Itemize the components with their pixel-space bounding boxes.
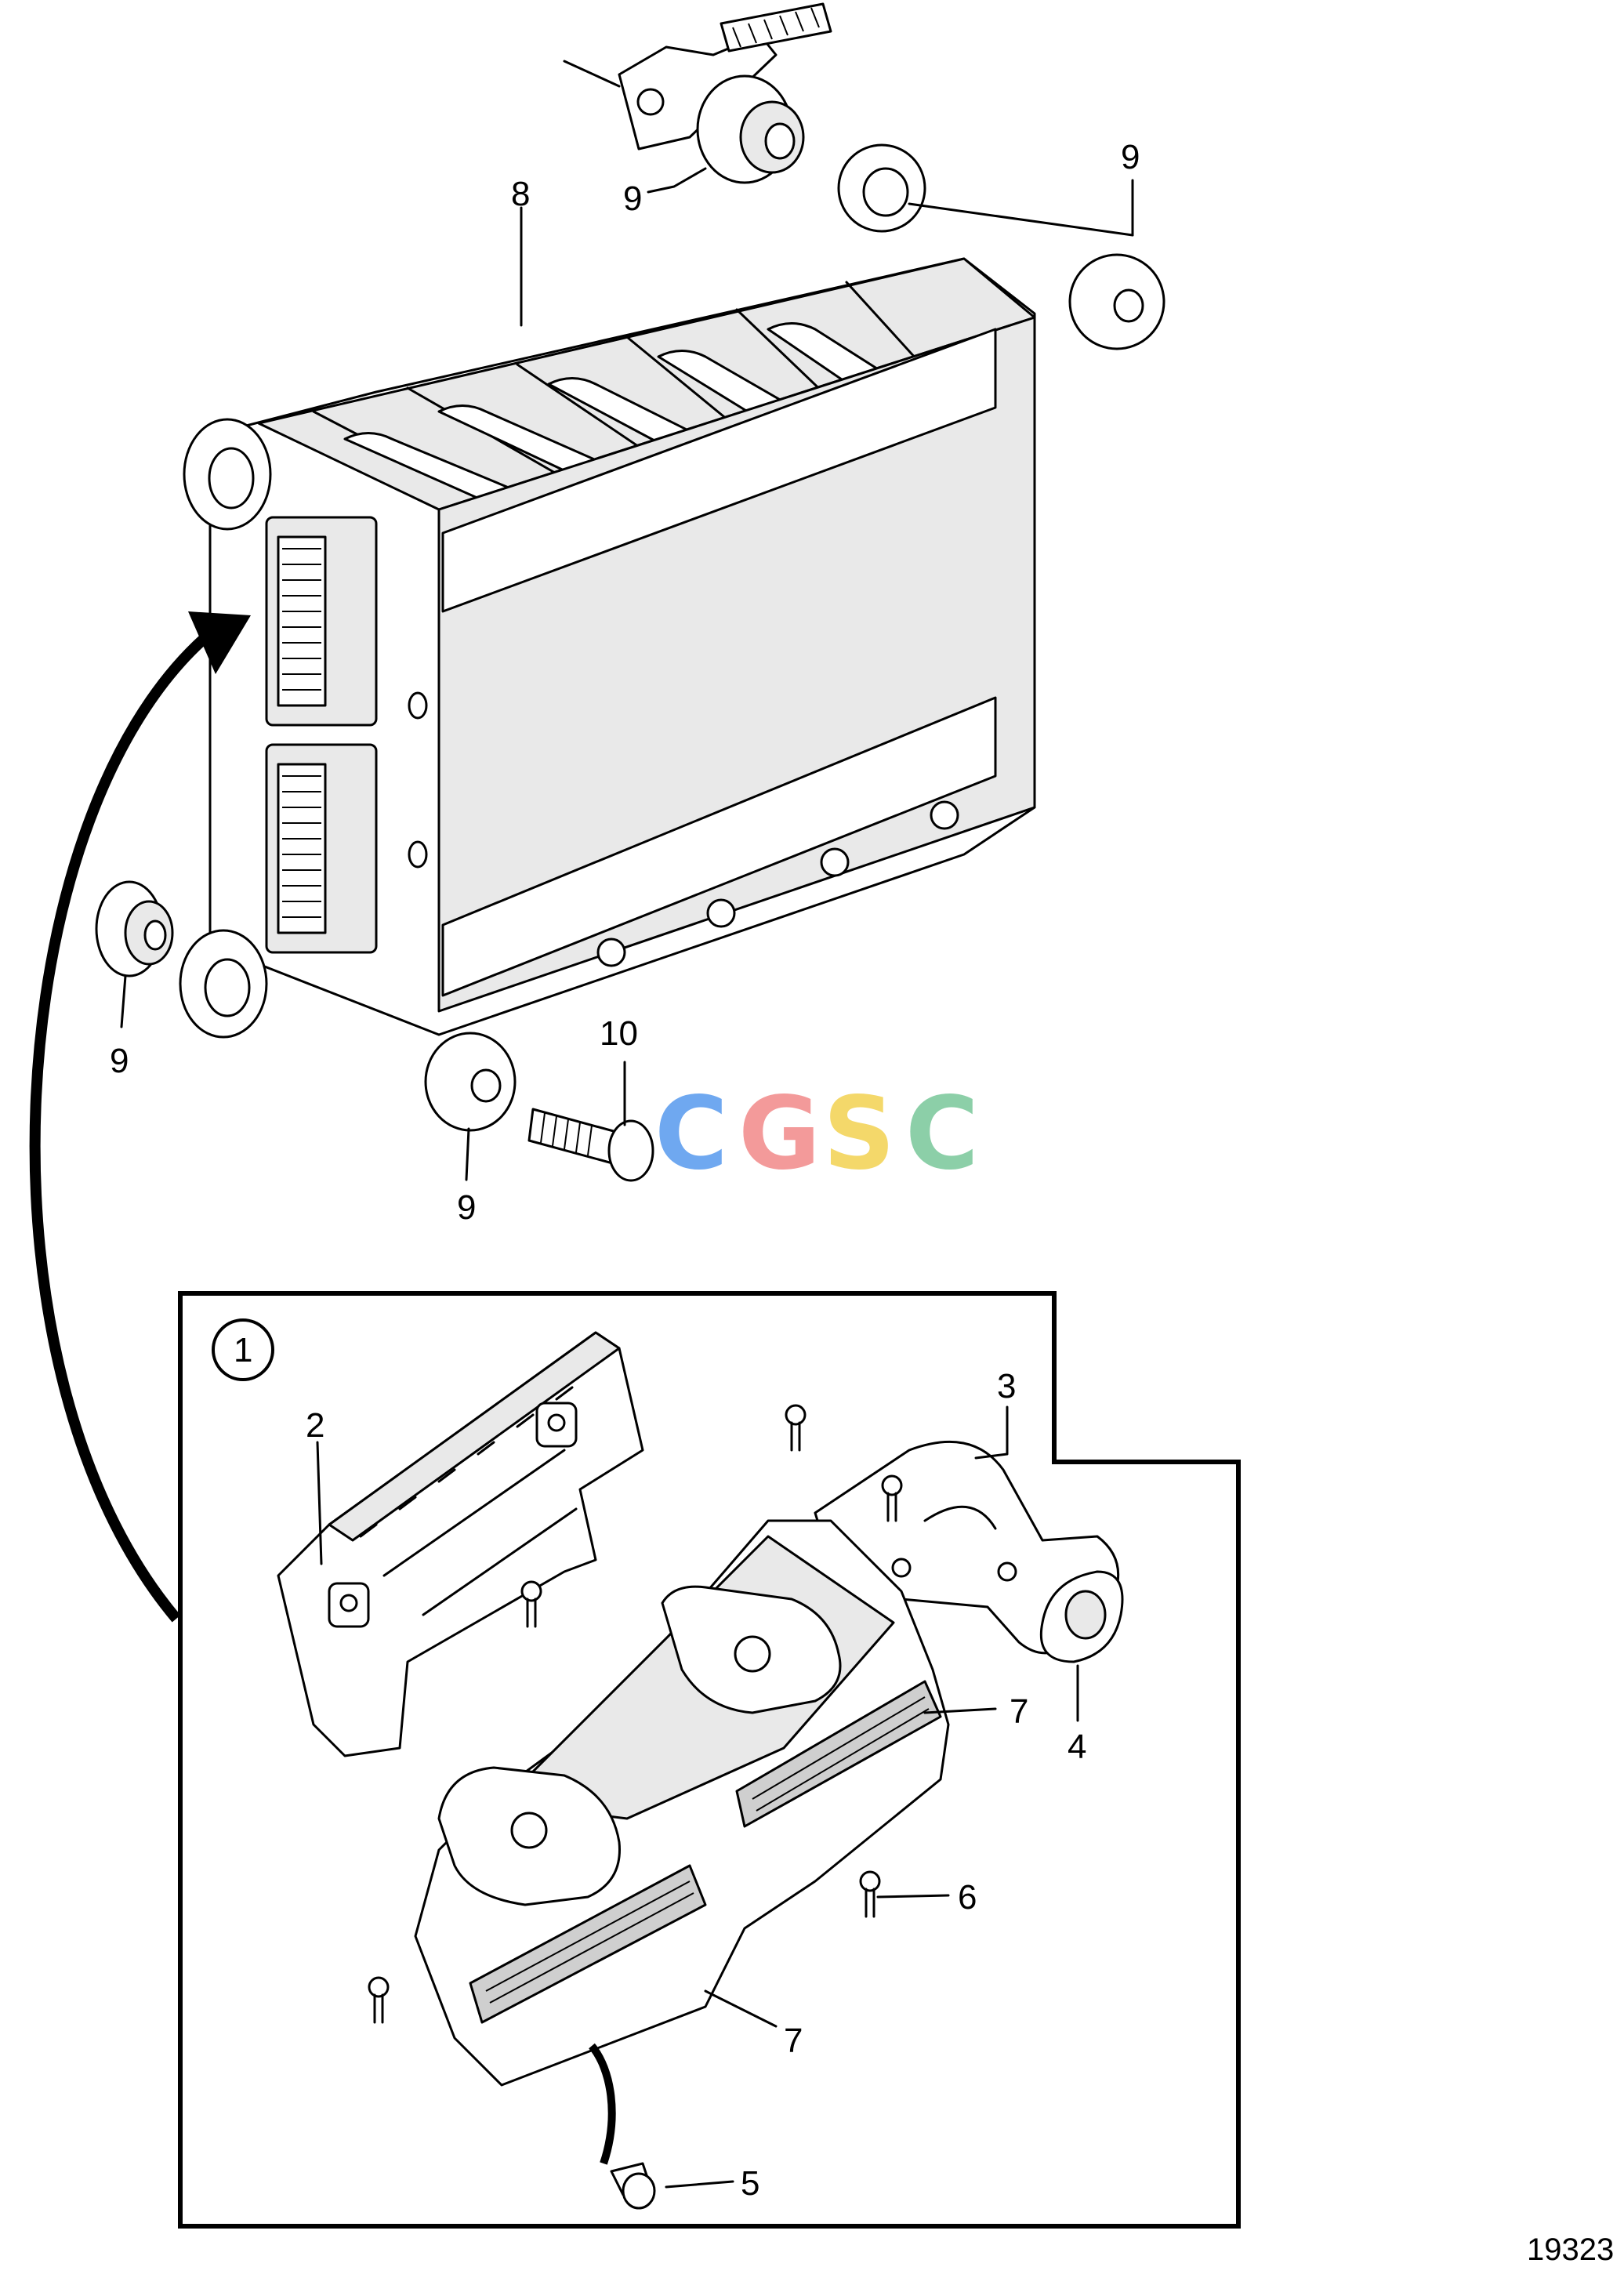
callout-2: 2 [306, 1406, 324, 1445]
grommet-top [696, 74, 805, 184]
control-unit [179, 143, 1036, 1039]
callout-8: 8 [511, 175, 530, 213]
watermark-letter-1: C [654, 1075, 728, 1192]
callout-7-lower: 7 [784, 2022, 803, 2060]
screw-3 [520, 1580, 542, 1628]
callout-6: 6 [958, 1878, 977, 1917]
callout-labels: 9 9 8 9 9 10 1 2 3 4 7 6 7 5 [110, 138, 1140, 2203]
callout-4: 4 [1068, 1728, 1086, 1766]
callout-3: 3 [997, 1367, 1016, 1405]
grommet-left [95, 880, 174, 977]
callout-9-bottom: 9 [457, 1188, 476, 1227]
connector-cover [277, 1331, 644, 1757]
callout-10: 10 [600, 1014, 638, 1053]
inset-frame [178, 1291, 1241, 2229]
cable-clamp [1039, 1570, 1124, 1663]
watermark: C G S C [654, 1075, 979, 1192]
callout-9-right: 9 [1121, 138, 1140, 176]
callout-7-upper: 7 [1010, 1692, 1028, 1731]
sensor-bracket [563, 2, 832, 151]
leader-lines-top [120, 167, 1134, 1181]
watermark-letter-4: C [905, 1075, 979, 1192]
watermark-letter-2: G [738, 1075, 821, 1192]
callout-1: 1 [234, 1331, 252, 1369]
screw-2 [881, 1474, 903, 1522]
screw-4 [859, 1870, 881, 1918]
figure-number: 19323 [1527, 2232, 1614, 2267]
grommet-right [1068, 253, 1165, 350]
grommet-bottom [424, 1032, 517, 1132]
screw-5 [368, 1976, 390, 2024]
callout-9-left: 9 [110, 1042, 129, 1080]
bolt [527, 1108, 654, 1182]
callout-5: 5 [741, 2164, 759, 2203]
connector-housing [414, 1519, 950, 2210]
watermark-letter-3: S [823, 1075, 895, 1192]
screw-1 [785, 1404, 807, 1452]
leader-lines-inset [316, 1405, 1079, 2189]
reference-arrow [29, 611, 251, 1623]
callout-9-top: 9 [623, 180, 642, 218]
